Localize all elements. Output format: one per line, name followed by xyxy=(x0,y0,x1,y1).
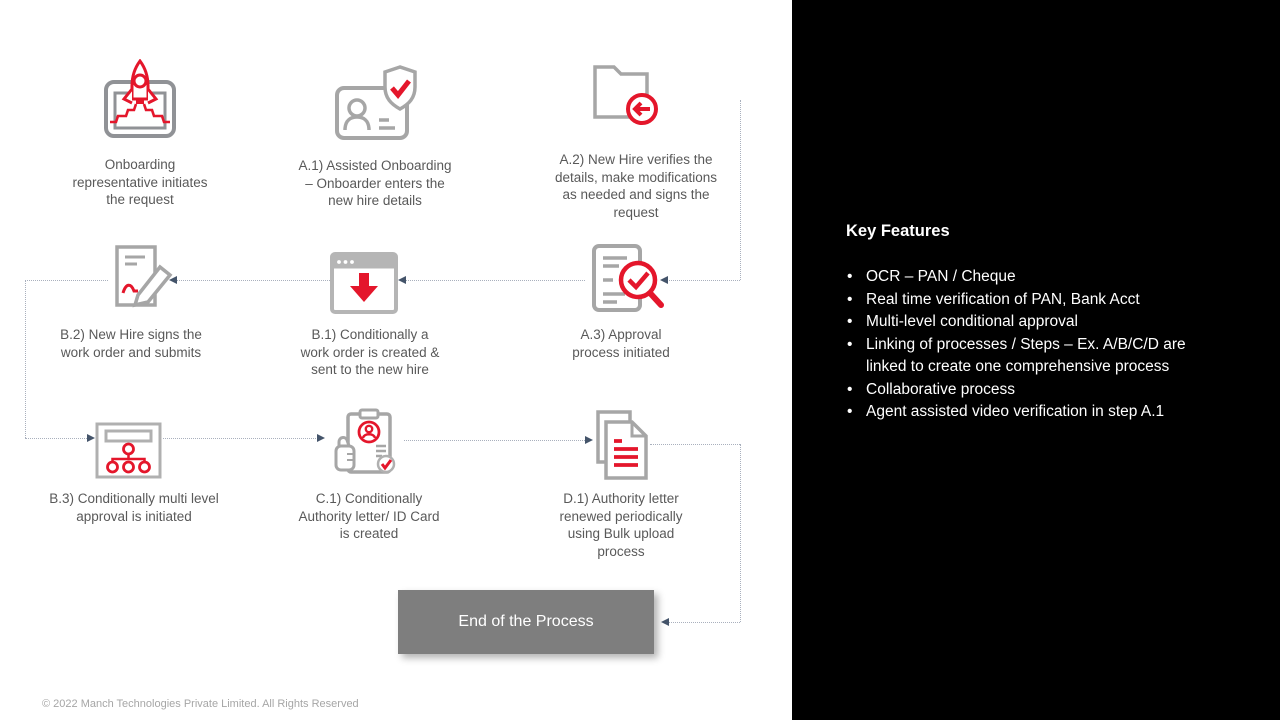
rocket-launch-icon xyxy=(104,59,176,138)
step-label-onboarding: Onboarding representative initiates the … xyxy=(72,157,208,207)
folder-return-icon xyxy=(593,65,658,125)
connector-left-down xyxy=(25,280,26,438)
connector-b1-to-b2 xyxy=(177,280,330,281)
key-feature-text: Linking of processes / Steps – Ex. A/B/C… xyxy=(866,335,1186,376)
connector-d1-right xyxy=(650,444,740,445)
key-feature-text: Collaborative process xyxy=(866,380,1016,398)
step-label-b2: B.2) New Hire signs the work order and s… xyxy=(60,327,202,360)
connector-into-a3 xyxy=(666,280,740,281)
key-feature-item: • Linking of processes / Steps – Ex. A/B/… xyxy=(838,334,1248,379)
id-card-shield-icon xyxy=(335,65,417,140)
connector-b3-to-c1 xyxy=(163,438,320,439)
key-feature-item: • OCR – PAN / Cheque xyxy=(838,266,1248,289)
bullet-glyph: • xyxy=(847,290,853,308)
step-label-b1: B.1) Conditionally a work order is creat… xyxy=(300,327,440,377)
key-feature-item: • Multi-level conditional approval xyxy=(838,311,1248,334)
org-chart-icon xyxy=(95,422,162,479)
bullet-glyph: • xyxy=(847,380,853,398)
arrowhead-into-b1 xyxy=(398,276,406,284)
arrowhead-into-d1 xyxy=(585,436,593,444)
footer-copyright: © 2022 Manch Technologies Private Limite… xyxy=(42,698,359,710)
connector-b2-left xyxy=(25,280,108,281)
approval-search-icon xyxy=(592,244,664,312)
authority-letter-icon xyxy=(596,410,648,480)
signed-document-icon xyxy=(115,245,173,308)
step-label-c1: C.1) Conditionally Authority letter/ ID … xyxy=(298,491,440,541)
connector-a3-to-b1 xyxy=(404,280,585,281)
key-features-panel: Key Features • OCR – PAN / Cheque • Real t… xyxy=(792,0,1280,720)
download-window-icon xyxy=(330,252,398,314)
arrowhead-into-end xyxy=(661,618,669,626)
key-features-title: Key Features xyxy=(846,222,950,240)
key-feature-item: • Agent assisted video verification in st… xyxy=(838,401,1248,424)
connector-c1-to-d1 xyxy=(404,440,587,441)
end-of-process-box: End of the Process xyxy=(398,590,654,654)
step-label-b3: B.3) Conditionally multi level approval … xyxy=(49,491,219,524)
key-feature-text: Multi-level conditional approval xyxy=(866,313,1078,330)
connector-into-b3 xyxy=(25,438,89,439)
step-label-a3: A.3) Approval process initiated xyxy=(572,327,670,360)
bullet-glyph: • xyxy=(847,268,853,285)
arrowhead-into-a3 xyxy=(660,276,668,284)
connector-a2-down xyxy=(740,100,741,280)
connector-right-down xyxy=(740,444,741,622)
key-feature-item: • Real time verification of PAN, Bank Acc… xyxy=(838,289,1248,312)
arrowhead-into-b2 xyxy=(169,276,177,284)
step-label-a1: A.1) Assisted Onboarding – Onboarder ent… xyxy=(298,158,452,208)
key-feature-text: OCR – PAN / Cheque xyxy=(866,268,1016,285)
arrowhead-into-b3 xyxy=(87,434,95,442)
connector-into-end xyxy=(668,622,740,623)
step-label-d1: D.1) Authority letter renewed periodical… xyxy=(559,491,683,559)
step-label-a2: A.2) New Hire verifies the details, make… xyxy=(554,152,718,220)
bullet-glyph: • xyxy=(847,403,853,420)
key-features-list: • OCR – PAN / Cheque • Real time verificat… xyxy=(838,266,1248,424)
bullet-glyph: • xyxy=(847,335,853,353)
clipboard-approval-icon xyxy=(334,408,396,474)
key-feature-item: • Collaborative process xyxy=(838,379,1248,402)
key-feature-text: Agent assisted video verification in ste… xyxy=(866,403,1165,420)
bullet-glyph: • xyxy=(847,313,853,330)
arrowhead-into-c1 xyxy=(317,434,325,442)
key-feature-text: Real time verification of PAN, Bank Acct xyxy=(866,290,1140,308)
